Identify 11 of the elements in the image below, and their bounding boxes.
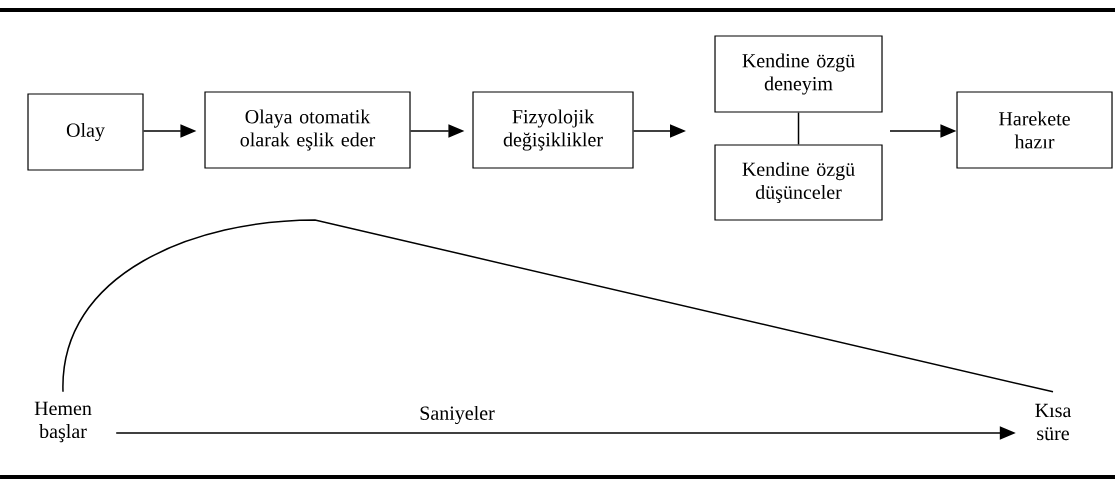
process-box: Harekete hazır	[956, 91, 1113, 169]
process-box: Olaya otomatik olarak eşlik eder	[204, 91, 411, 169]
curve-line	[62, 219, 1054, 393]
process-box: Kendine özgü düşünceler	[714, 144, 883, 221]
connector-line	[797, 111, 800, 146]
process-box: Fizyolojik değişiklikler	[472, 91, 634, 169]
text-label: Kısa süre	[1035, 403, 1072, 441]
edge-label: Saniyeler	[417, 403, 497, 427]
process-box: Kendine özgü deneyim	[714, 35, 883, 113]
text-label: Hemen başlar	[34, 401, 92, 443]
process-box: Olay	[27, 93, 144, 171]
